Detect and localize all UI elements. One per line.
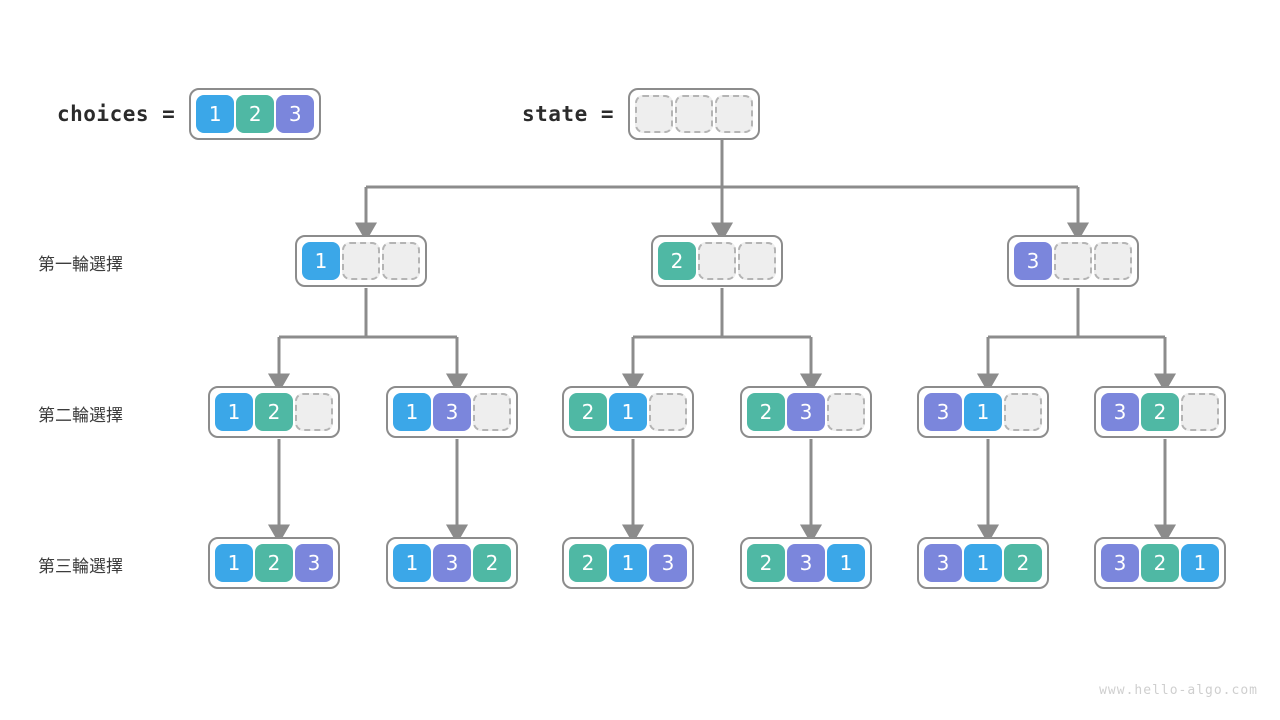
site-watermark: www.hello-algo.com (1099, 683, 1258, 698)
array-cell-filled: 2 (658, 242, 696, 280)
array-cell-empty (382, 242, 420, 280)
array-cell-filled: 3 (295, 544, 333, 582)
array-cell-empty (473, 393, 511, 431)
array-cell-filled: 1 (215, 393, 253, 431)
array-cell-empty (675, 95, 714, 133)
array-cell-empty (698, 242, 736, 280)
array-cell-filled: 1 (196, 95, 235, 133)
array-cell-filled: 3 (924, 544, 962, 582)
array-cell-filled: 1 (393, 393, 431, 431)
array-cell-filled: 3 (924, 393, 962, 431)
level1-node-2: 2 (651, 235, 783, 287)
round-label-2: 第二輪選擇 (38, 406, 123, 426)
round-label-3: 第三輪選擇 (38, 557, 123, 577)
choices-label: choices = (57, 102, 176, 126)
level1-node-1: 1 (295, 235, 427, 287)
round-label-1: 第一輪選擇 (38, 255, 123, 275)
state-label: state = (522, 102, 615, 126)
array-cell-filled: 1 (964, 544, 1002, 582)
array-cell-empty (1094, 242, 1132, 280)
array-cell-filled: 3 (1014, 242, 1052, 280)
array-cell-filled: 3 (276, 95, 315, 133)
array-cell-empty (827, 393, 865, 431)
array-cell-empty (738, 242, 776, 280)
array-cell-filled: 3 (433, 393, 471, 431)
array-cell-filled: 2 (255, 544, 293, 582)
array-cell-filled: 1 (393, 544, 431, 582)
array-cell-filled: 2 (747, 544, 785, 582)
array-cell-filled: 2 (569, 393, 607, 431)
array-cell-filled: 3 (787, 544, 825, 582)
array-cell-empty (649, 393, 687, 431)
state-assignment: state = (522, 88, 761, 140)
array-cell-filled: 1 (215, 544, 253, 582)
array-cell-filled: 1 (302, 242, 340, 280)
array-cell-empty (295, 393, 333, 431)
array-cell-empty (715, 95, 754, 133)
array-cell-filled: 2 (236, 95, 275, 133)
array-cell-filled: 3 (787, 393, 825, 431)
array-cell-filled: 2 (1141, 544, 1179, 582)
array-cell-filled: 2 (747, 393, 785, 431)
array-cell-filled: 1 (1181, 544, 1219, 582)
array-cell-filled: 3 (1101, 544, 1139, 582)
array-cell-filled: 2 (1004, 544, 1042, 582)
array-cell-filled: 1 (609, 544, 647, 582)
array-cell-empty (342, 242, 380, 280)
array-cell-filled: 2 (569, 544, 607, 582)
state-array (628, 88, 761, 140)
array-cell-filled: 2 (1141, 393, 1179, 431)
array-cell-filled: 1 (609, 393, 647, 431)
level1-node-3: 3 (1007, 235, 1139, 287)
array-cell-filled: 1 (964, 393, 1002, 431)
array-cell-filled: 2 (255, 393, 293, 431)
array-cell-filled: 1 (827, 544, 865, 582)
array-cell-empty (1004, 393, 1042, 431)
array-cell-filled: 3 (649, 544, 687, 582)
array-cell-filled: 3 (1101, 393, 1139, 431)
array-cell-filled: 3 (433, 544, 471, 582)
array-cell-empty (1181, 393, 1219, 431)
array-cell-empty (1054, 242, 1092, 280)
array-cell-filled: 2 (473, 544, 511, 582)
array-cell-empty (635, 95, 674, 133)
